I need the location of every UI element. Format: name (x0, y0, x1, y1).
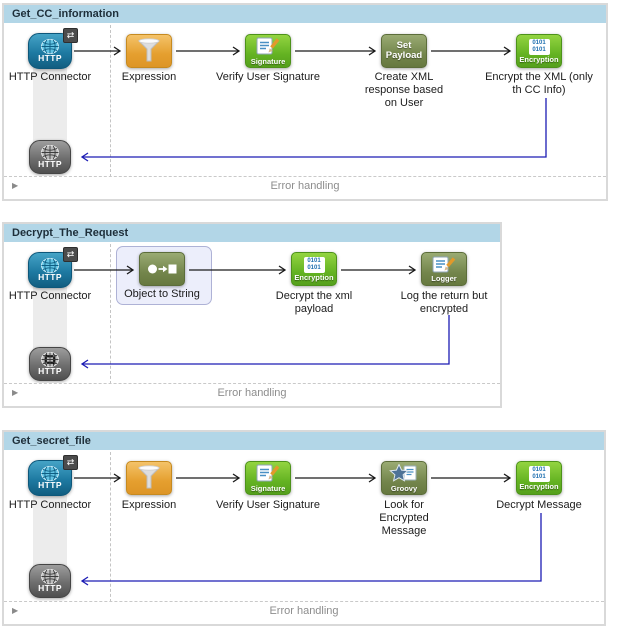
encryption-icon-label: Encryption (519, 54, 559, 64)
step-label: HTTP Connector (8, 290, 92, 302)
step-label: Encrypt the XML (only th CC Info) (485, 71, 593, 96)
globe-icon (41, 466, 59, 481)
encryption-icon[interactable]: 0101 0101 Encryption (516, 34, 562, 68)
request-response-badge-icon: ⇄ (63, 28, 78, 43)
request-response-badge-icon: ⇄ (63, 455, 78, 470)
flow-decrypt-the-request: Decrypt_The_Request HTTP ⇄ (2, 222, 502, 408)
step-label: Log the return but encrypted (400, 290, 488, 315)
binary-digits: 0101 0101 (303, 256, 325, 273)
flow-title: Get_CC_information (12, 8, 119, 20)
document-pencil-icon (432, 256, 456, 272)
encryption-icon-label: Encryption (519, 481, 559, 491)
source-separator-line (110, 452, 111, 602)
globe-icon (41, 352, 59, 367)
expression-icon[interactable] (126, 34, 172, 68)
flow-title: Get_secret_file (12, 435, 91, 447)
step-label: Look for Encrypted Message (379, 499, 429, 537)
step-label: Verify User Signature (216, 71, 320, 83)
flow-title: Decrypt_The_Request (12, 227, 129, 239)
set-payload-icon[interactable]: Set Payload (381, 34, 427, 68)
flow-get-cc-information: Get_CC_information HTTP ⇄ (2, 3, 608, 201)
object-to-string-glyph (148, 264, 177, 274)
expand-triangle-icon[interactable]: ▶ (12, 181, 19, 190)
flow-canvas: HTTP ⇄ 0101 0101 Encryption Logger (4, 244, 500, 384)
verify-signature-icon[interactable]: Signature (245, 461, 291, 495)
error-handling-bar[interactable]: ▶ Error handling (4, 383, 500, 406)
error-handling-label: Error handling (269, 605, 339, 617)
error-handling-bar[interactable]: ▶ Error handling (4, 176, 606, 199)
step-label: Expression (121, 71, 177, 83)
step-label: HTTP Connector (8, 499, 92, 511)
step-label: Decrypt Message (496, 499, 582, 511)
step-label: Create XML response based on User (364, 71, 444, 109)
flow-title-bar[interactable]: Decrypt_The_Request (4, 224, 500, 242)
logger-icon-label: Logger (431, 273, 457, 283)
http-response-icon[interactable]: HTTP (29, 347, 71, 381)
http-icon-label: HTTP (38, 159, 62, 169)
step-label: Decrypt the xml payload (275, 290, 353, 315)
encryption-icon[interactable]: 0101 0101 Encryption (516, 461, 562, 495)
globe-icon (41, 258, 59, 273)
flow-canvas: HTTP ⇄ Signature Set Payload 0101 0101 E… (4, 25, 606, 177)
funnel-icon (137, 38, 161, 62)
binary-digits: 0101 0101 (528, 465, 550, 482)
error-handling-label: Error handling (217, 387, 287, 399)
object-to-string-icon[interactable] (139, 252, 185, 286)
flow-canvas: HTTP ⇄ Signature Groovy (4, 452, 604, 602)
source-separator-line (110, 244, 111, 384)
binary-digits: 0101 0101 (528, 38, 550, 55)
funnel-icon (137, 465, 161, 489)
expression-icon[interactable] (126, 461, 172, 495)
http-connector-icon[interactable]: HTTP ⇄ (28, 247, 78, 288)
http-connector-icon[interactable]: HTTP ⇄ (28, 28, 78, 69)
error-handling-label: Error handling (270, 180, 340, 192)
star-document-icon (389, 463, 417, 482)
request-response-badge-icon: ⇄ (63, 247, 78, 262)
http-response-icon[interactable]: HTTP (29, 140, 71, 174)
step-label: Verify User Signature (216, 499, 320, 511)
step-label: Expression (121, 499, 177, 511)
globe-icon (41, 39, 59, 54)
expand-triangle-icon[interactable]: ▶ (12, 606, 19, 615)
signature-icon-label: Signature (250, 57, 286, 66)
flow-connector-wires (74, 473, 542, 586)
flow-title-bar[interactable]: Get_secret_file (4, 432, 604, 450)
groovy-icon[interactable]: Groovy (381, 461, 427, 495)
encryption-icon-label: Encryption (294, 272, 334, 282)
flow-title-bar[interactable]: Get_CC_information (4, 5, 606, 23)
source-separator-line (110, 25, 111, 177)
http-icon-label: HTTP (38, 583, 62, 593)
http-icon-label: HTTP (38, 53, 62, 63)
document-pencil-icon (256, 37, 280, 55)
logger-icon[interactable]: Logger (421, 252, 467, 286)
document-pencil-icon (256, 464, 280, 482)
set-payload-icon-label: Set Payload (385, 40, 423, 61)
step-label: Object to String (124, 288, 200, 300)
encryption-icon[interactable]: 0101 0101 Encryption (291, 252, 337, 286)
globe-icon (41, 569, 59, 584)
http-icon-label: HTTP (38, 366, 62, 376)
http-response-icon[interactable]: HTTP (29, 564, 71, 598)
error-handling-bar[interactable]: ▶ Error handling (4, 601, 604, 624)
groovy-icon-label: Groovy (390, 483, 418, 493)
flow-get-secret-file: Get_secret_file HTTP ⇄ (2, 430, 606, 626)
http-icon-label: HTTP (38, 480, 62, 490)
signature-icon-label: Signature (250, 484, 286, 493)
verify-signature-icon[interactable]: Signature (245, 34, 291, 68)
step-label: HTTP Connector (8, 71, 92, 83)
expand-triangle-icon[interactable]: ▶ (12, 388, 19, 397)
globe-icon (41, 145, 59, 160)
http-icon-label: HTTP (38, 272, 62, 282)
http-connector-icon[interactable]: HTTP ⇄ (28, 455, 78, 496)
